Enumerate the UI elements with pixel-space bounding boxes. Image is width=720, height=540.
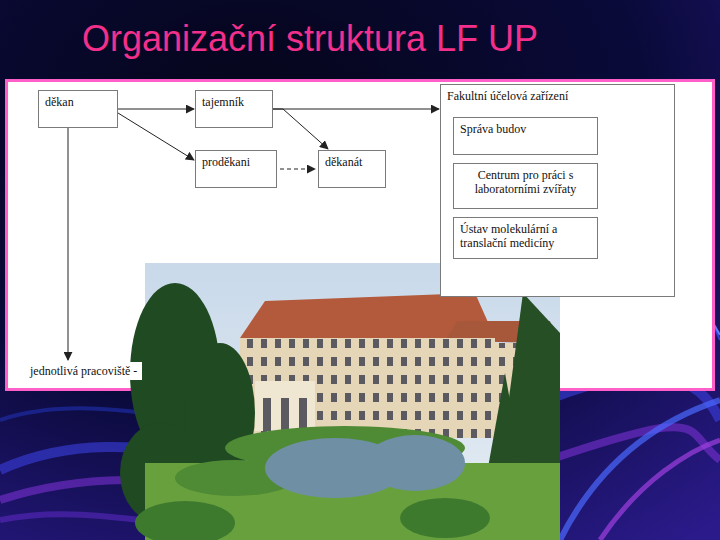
box-label: Centrum pro práci s laboratorními zvířat… <box>454 164 597 200</box>
box-label: děkan <box>39 91 117 113</box>
org-box: proděkani <box>195 150 277 188</box>
box-label: proděkani <box>196 151 276 173</box>
photo-content <box>120 263 560 540</box>
connector-arrow <box>118 109 194 110</box>
org-box: děkanát <box>318 150 386 188</box>
box-label: děkanát <box>319 151 385 173</box>
box-label: Správa budov <box>454 118 597 140</box>
org-box: Centrum pro práci s laboratorními zvířat… <box>453 163 598 209</box>
connector-arrow <box>280 169 315 170</box>
unit-label: jednotlivá pracoviště - <box>28 362 142 384</box>
org-box: tajemník <box>195 90 273 128</box>
connector-arrow <box>68 128 69 360</box>
slide-title: Organizační struktura LF UP <box>0 18 620 60</box>
box-label: Ústav molekulární a translační medicíny <box>454 218 597 254</box>
box-label: jednotlivá pracoviště - <box>28 362 142 380</box>
connector-arrow <box>273 109 328 149</box>
org-box: děkan <box>38 90 118 128</box>
org-box: Ústav molekulární a translační medicíny <box>453 217 598 259</box>
group-heading: Fakultní účelová zařízení <box>441 85 674 107</box>
group-box: Fakultní účelová zařízeníSpráva budovCen… <box>440 84 675 297</box>
org-box: Správa budov <box>453 117 598 155</box>
connector-arrow <box>273 109 439 110</box>
connector-arrow <box>118 113 194 160</box>
box-label: tajemník <box>196 91 272 113</box>
